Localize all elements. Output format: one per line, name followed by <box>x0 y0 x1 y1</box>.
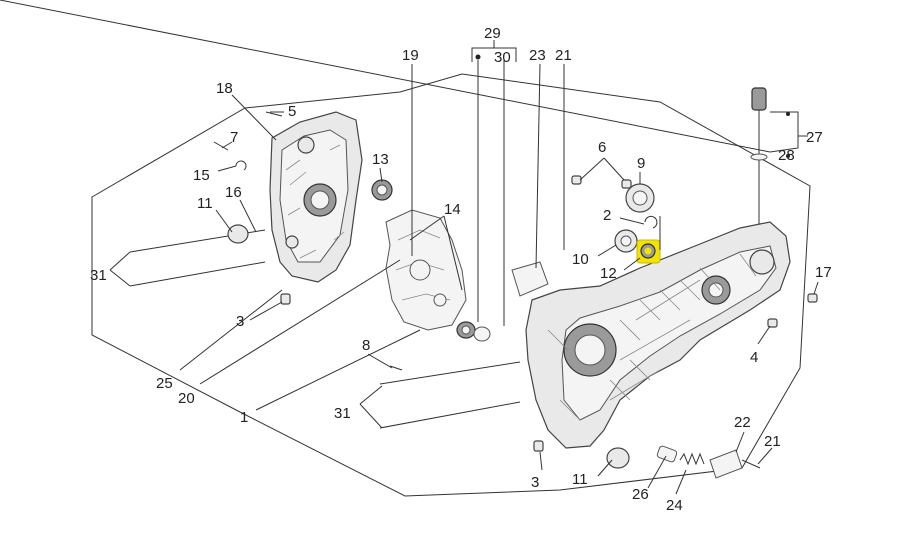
callout-20: 20 <box>178 390 195 407</box>
bushing-26 <box>656 445 678 463</box>
dowel-pin-3a <box>280 293 291 305</box>
callout-24: 24 <box>666 497 683 514</box>
plug-17 <box>807 293 818 303</box>
callout-17: 17 <box>815 264 832 281</box>
silent-block-left <box>227 224 249 244</box>
right-crankcase-half <box>525 221 791 449</box>
callout-7: 7 <box>230 129 238 146</box>
callout-27: 27 <box>806 129 823 146</box>
callout-29: 29 <box>484 25 501 42</box>
silent-block-right <box>606 447 630 469</box>
callout-18: 18 <box>216 80 233 97</box>
left-crankcase-half <box>269 111 363 283</box>
callout-22: 22 <box>734 414 751 431</box>
dowel-pin-6a <box>571 175 582 185</box>
callout-9: 9 <box>637 155 645 172</box>
callout-26: 26 <box>632 486 649 503</box>
bolt-21 <box>741 459 761 469</box>
clip-15 <box>235 160 247 171</box>
callout-2: 2 <box>603 207 611 224</box>
leader-lines <box>0 0 819 495</box>
dipstick <box>750 87 768 224</box>
callout-8: 8 <box>362 337 370 354</box>
callout-28: 28 <box>778 147 795 164</box>
callout-labels: 1 2 3 3 4 5 6 7 8 9 10 11 11 12 13 14 15… <box>90 25 832 514</box>
callout-19: 19 <box>402 47 419 64</box>
callout-16: 16 <box>225 184 242 201</box>
pin-8 <box>389 365 403 371</box>
gasket-cover <box>385 209 467 331</box>
callout-6: 6 <box>598 139 606 156</box>
dowel-pin-3b <box>533 440 544 452</box>
callout-11a: 11 <box>197 195 213 212</box>
callout-31a: 31 <box>90 267 107 284</box>
callout-30: 30 <box>494 49 511 66</box>
callout-21b: 21 <box>764 433 781 450</box>
callout-13: 13 <box>372 151 389 168</box>
callout-10: 10 <box>572 251 589 268</box>
spring-24 <box>679 452 705 466</box>
callout-1: 1 <box>240 409 248 426</box>
bolt-5 <box>265 111 283 117</box>
callout-31b: 31 <box>334 405 351 422</box>
studs-bottom <box>379 361 521 429</box>
callout-23: 23 <box>529 47 546 64</box>
callout-4: 4 <box>750 349 758 366</box>
callout-14: 14 <box>444 201 461 218</box>
callout-5: 5 <box>288 103 296 120</box>
assembly-outline <box>91 73 811 497</box>
callout-15: 15 <box>193 167 210 184</box>
circlip-2 <box>644 215 658 229</box>
callout-3b: 3 <box>531 474 539 491</box>
o-ring-30 <box>473 326 491 342</box>
callout-25: 25 <box>156 375 173 392</box>
callout-21a: 21 <box>555 47 572 64</box>
callout-3a: 3 <box>236 313 244 330</box>
callout-11b: 11 <box>572 471 588 488</box>
bolt-7 <box>213 141 229 151</box>
dowel-pin-4 <box>767 318 778 328</box>
bracket-23 <box>511 261 549 297</box>
dowel-pin-6b <box>621 179 632 189</box>
callout-12: 12 <box>600 265 617 282</box>
bracket-22 <box>709 449 743 479</box>
